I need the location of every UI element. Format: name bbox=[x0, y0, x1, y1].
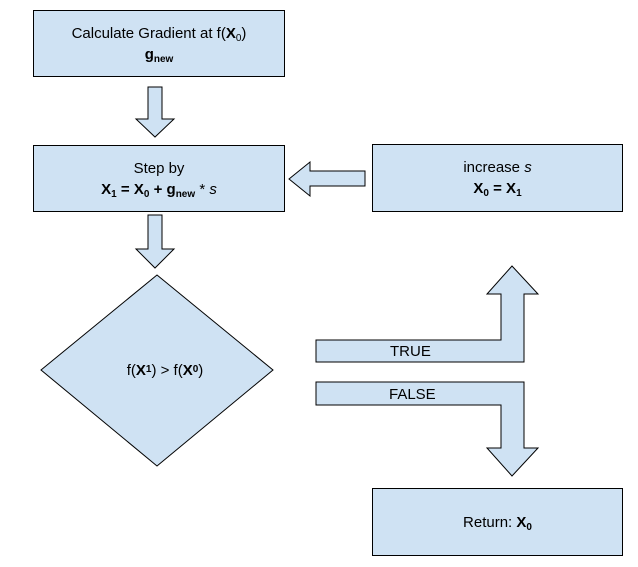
increase-line1: increase s bbox=[463, 157, 531, 178]
x1-var: X bbox=[135, 361, 146, 379]
g-subscript: new bbox=[153, 53, 174, 65]
x1-var: X bbox=[101, 180, 112, 198]
x0-var: X bbox=[473, 180, 484, 197]
gradient-box: Calculate Gradient at f(X0) gnew bbox=[33, 10, 285, 77]
x-subscript: 0 bbox=[526, 521, 532, 533]
arrow-increase-to-step bbox=[288, 160, 366, 198]
plus-sign: + bbox=[149, 180, 167, 198]
f-open: f( bbox=[126, 361, 136, 379]
g-subscript: new bbox=[175, 188, 196, 200]
equals-sign: = bbox=[488, 180, 507, 197]
paren-close: ) bbox=[241, 24, 247, 42]
g-var: g bbox=[166, 180, 176, 198]
x-var: X bbox=[225, 24, 236, 42]
return-text: Return: bbox=[463, 513, 517, 531]
increase-line2: X0 = X1 bbox=[473, 178, 521, 199]
return-box: Return: X0 bbox=[372, 488, 623, 556]
gradient-text: Calculate Gradient at f( bbox=[71, 24, 226, 42]
paren-close: ) bbox=[198, 361, 204, 379]
arrow-gradient-to-step bbox=[134, 86, 176, 138]
s-var: s bbox=[524, 159, 532, 176]
increase-box: increase s X0 = X1 bbox=[372, 144, 623, 212]
comparison: ) > f( bbox=[151, 361, 183, 379]
g-var: g bbox=[144, 45, 154, 63]
x-var: X bbox=[516, 513, 527, 531]
arrow-step-to-decision bbox=[134, 214, 176, 269]
x0-var: X bbox=[182, 361, 193, 379]
step-line2: X1 = X0 + gnew * s bbox=[101, 179, 217, 200]
equals-sign: = bbox=[116, 180, 134, 198]
x1-subscript: 1 bbox=[111, 188, 117, 200]
step-line1: Step by bbox=[133, 159, 185, 177]
s-var: s bbox=[209, 180, 217, 198]
return-line: Return: X0 bbox=[463, 512, 532, 533]
x0-var: X bbox=[133, 180, 144, 198]
decision-diamond bbox=[40, 274, 274, 467]
x0-subscript: 0 bbox=[143, 188, 150, 200]
x1-var: X bbox=[506, 180, 517, 197]
false-arrow bbox=[315, 381, 540, 477]
gradient-line2: gnew bbox=[145, 44, 174, 65]
gradient-line1: Calculate Gradient at f(X0) bbox=[72, 23, 247, 44]
step-box: Step by X1 = X0 + gnew * s bbox=[33, 145, 285, 212]
x0-subscript: 0 bbox=[483, 188, 489, 199]
true-arrow bbox=[315, 265, 540, 363]
x-subscript: 0 bbox=[235, 32, 242, 44]
true-label: TRUE bbox=[390, 343, 431, 360]
x1-subscript: 1 bbox=[516, 188, 522, 199]
false-label: FALSE bbox=[389, 386, 436, 403]
increase-text: increase bbox=[463, 159, 525, 176]
times-sign: * bbox=[195, 180, 210, 198]
